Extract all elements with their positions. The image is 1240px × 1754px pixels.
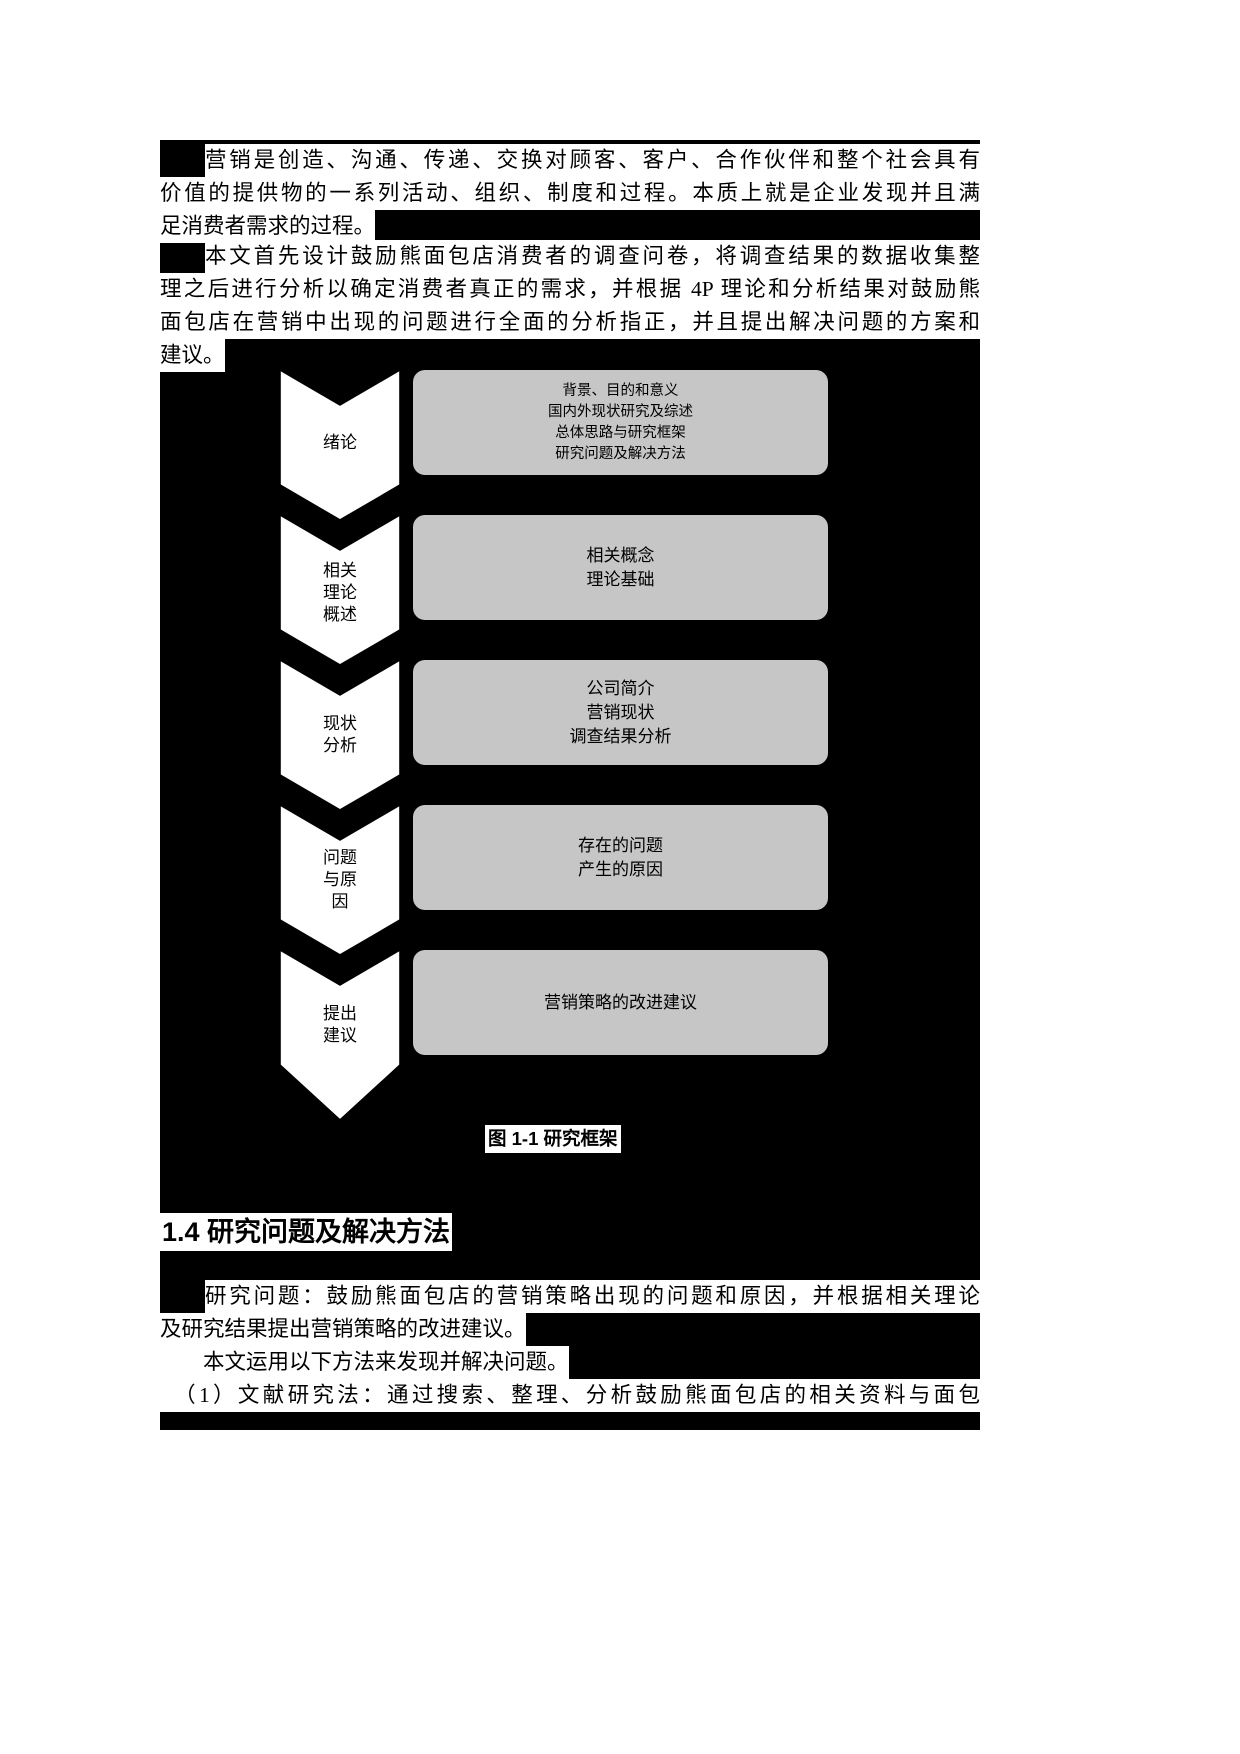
figure-caption: 图 1-1 研究框架: [485, 1125, 621, 1153]
stage-content-line: 营销策略的改进建议: [544, 992, 697, 1012]
stage-content-line: 调查结果分析: [569, 726, 672, 746]
paragraph-line-text: （1）文献研究法：通过搜索、整理、分析鼓励熊面包店的相关资料与面包: [160, 1379, 980, 1412]
stage-content-box-3: 公司简介 营销现状 调查结果分析: [413, 660, 828, 765]
paragraph-marketing-definition: 营销是创造、沟通、传递、交换对顾客、客户、合作伙伴和整个社会具有 价值的提供物的…: [160, 144, 980, 243]
first-line-indent: [160, 262, 205, 263]
stage-content-line: 研究问题及解决方法: [555, 445, 686, 462]
paragraph-line-text: 本文运用以下方法来发现并解决问题。: [160, 1346, 569, 1379]
page-content-region: 营销是创造、沟通、传递、交换对顾客、客户、合作伙伴和整个社会具有 价值的提供物的…: [160, 140, 980, 1430]
chevron-shape-stage-5: [280, 950, 400, 1120]
stage-content-line: 存在的问题: [578, 835, 663, 855]
flow-stage-1: 绪论 背景、目的和意义 国内外现状研究及综述 总体思路与研究框架 研究问题及解决…: [280, 370, 980, 520]
paragraph-thesis-overview: 本文首先设计鼓励熊面包店消费者的调查问卷，将调查结果的数据收集整 理之后进行分析…: [160, 240, 980, 372]
paragraph-methods-intro: 本文运用以下方法来发现并解决问题。: [160, 1346, 980, 1379]
stage-content-line: 相关概念: [586, 545, 655, 565]
stage-content-line: 产生的原因: [578, 859, 663, 879]
flow-stage-3: 现状 分析 公司简介 营销现状 调查结果分析: [280, 660, 980, 810]
paragraph-line: 本文首先设计鼓励熊面包店消费者的调查问卷，将调查结果的数据收集整: [160, 240, 980, 273]
paragraph-line: 建议。: [160, 339, 980, 372]
paragraph-line-text: 理之后进行分析以确定消费者真正的需求，并根据 4P 理论和分析结果对鼓励熊: [160, 273, 980, 306]
stage-content-line: 总体思路与研究框架: [555, 424, 686, 441]
chevron-shape-stage-3: [280, 660, 400, 810]
paragraph-line-text: 营销是创造、沟通、传递、交换对顾客、客户、合作伙伴和整个社会具有: [205, 144, 980, 177]
flow-stage-5: 提出 建议 营销策略的改进建议: [280, 950, 980, 1120]
first-line-indent: [160, 166, 205, 167]
stage-content-line: 背景、目的和意义: [562, 382, 679, 399]
paragraph-line-text: 研究问题：鼓励熊面包店的营销策略出现的问题和原因，并根据相关理论: [205, 1280, 980, 1313]
section-heading-1-4: 1.4 研究问题及解决方法: [160, 1213, 453, 1251]
research-framework-flowchart: 绪论 背景、目的和意义 国内外现状研究及综述 总体思路与研究框架 研究问题及解决…: [280, 370, 980, 1120]
paragraph-research-question: 研究问题：鼓励熊面包店的营销策略出现的问题和原因，并根据相关理论 及研究结果提出…: [160, 1280, 980, 1346]
stage-content-line: 国内外现状研究及综述: [548, 403, 693, 420]
paragraph-line-text: 及研究结果提出营销策略的改进建议。: [160, 1313, 526, 1346]
first-line-indent: [160, 1302, 205, 1303]
chevron-shape-stage-4: [280, 805, 400, 955]
stage-content-box-1: 背景、目的和意义 国内外现状研究及综述 总体思路与研究框架 研究问题及解决方法: [413, 370, 828, 475]
stage-content-box-2: 相关概念 理论基础: [413, 515, 828, 620]
stage-content-line: 公司简介: [586, 678, 655, 698]
paragraph-line-text: 面包店在营销中出现的问题进行全面的分析指正，并且提出解决问题的方案和: [160, 306, 980, 339]
paragraph-line: 本文运用以下方法来发现并解决问题。: [160, 1346, 980, 1379]
flow-stage-2: 相关 理论 概述 相关概念 理论基础: [280, 515, 980, 665]
paragraph-line: 足消费者需求的过程。: [160, 210, 980, 243]
chevron-shape-stage-2: [280, 515, 400, 665]
stage-content-line: 理论基础: [586, 569, 655, 589]
stage-content-box-4: 存在的问题 产生的原因: [413, 805, 828, 910]
paragraph-line: 营销是创造、沟通、传递、交换对顾客、客户、合作伙伴和整个社会具有: [160, 144, 980, 177]
flow-stage-4: 问题 与原 因 存在的问题 产生的原因: [280, 805, 980, 955]
paragraph-literature-method: （1）文献研究法：通过搜索、整理、分析鼓励熊面包店的相关资料与面包: [160, 1379, 980, 1412]
paragraph-line: 研究问题：鼓励熊面包店的营销策略出现的问题和原因，并根据相关理论: [160, 1280, 980, 1313]
stage-content-box-5: 营销策略的改进建议: [413, 950, 828, 1055]
paragraph-line-text: 本文首先设计鼓励熊面包店消费者的调查问卷，将调查结果的数据收集整: [205, 240, 980, 273]
stage-content-line: 营销现状: [586, 702, 655, 722]
paragraph-line-text: 价值的提供物的一系列活动、组织、制度和过程。本质上就是企业发现并且满: [160, 177, 980, 210]
paragraph-line-text: 足消费者需求的过程。: [160, 210, 376, 243]
chevron-shape-stage-1: [280, 370, 400, 520]
paragraph-line-text: 建议。: [160, 339, 225, 372]
paragraph-line: 及研究结果提出营销策略的改进建议。: [160, 1313, 980, 1346]
